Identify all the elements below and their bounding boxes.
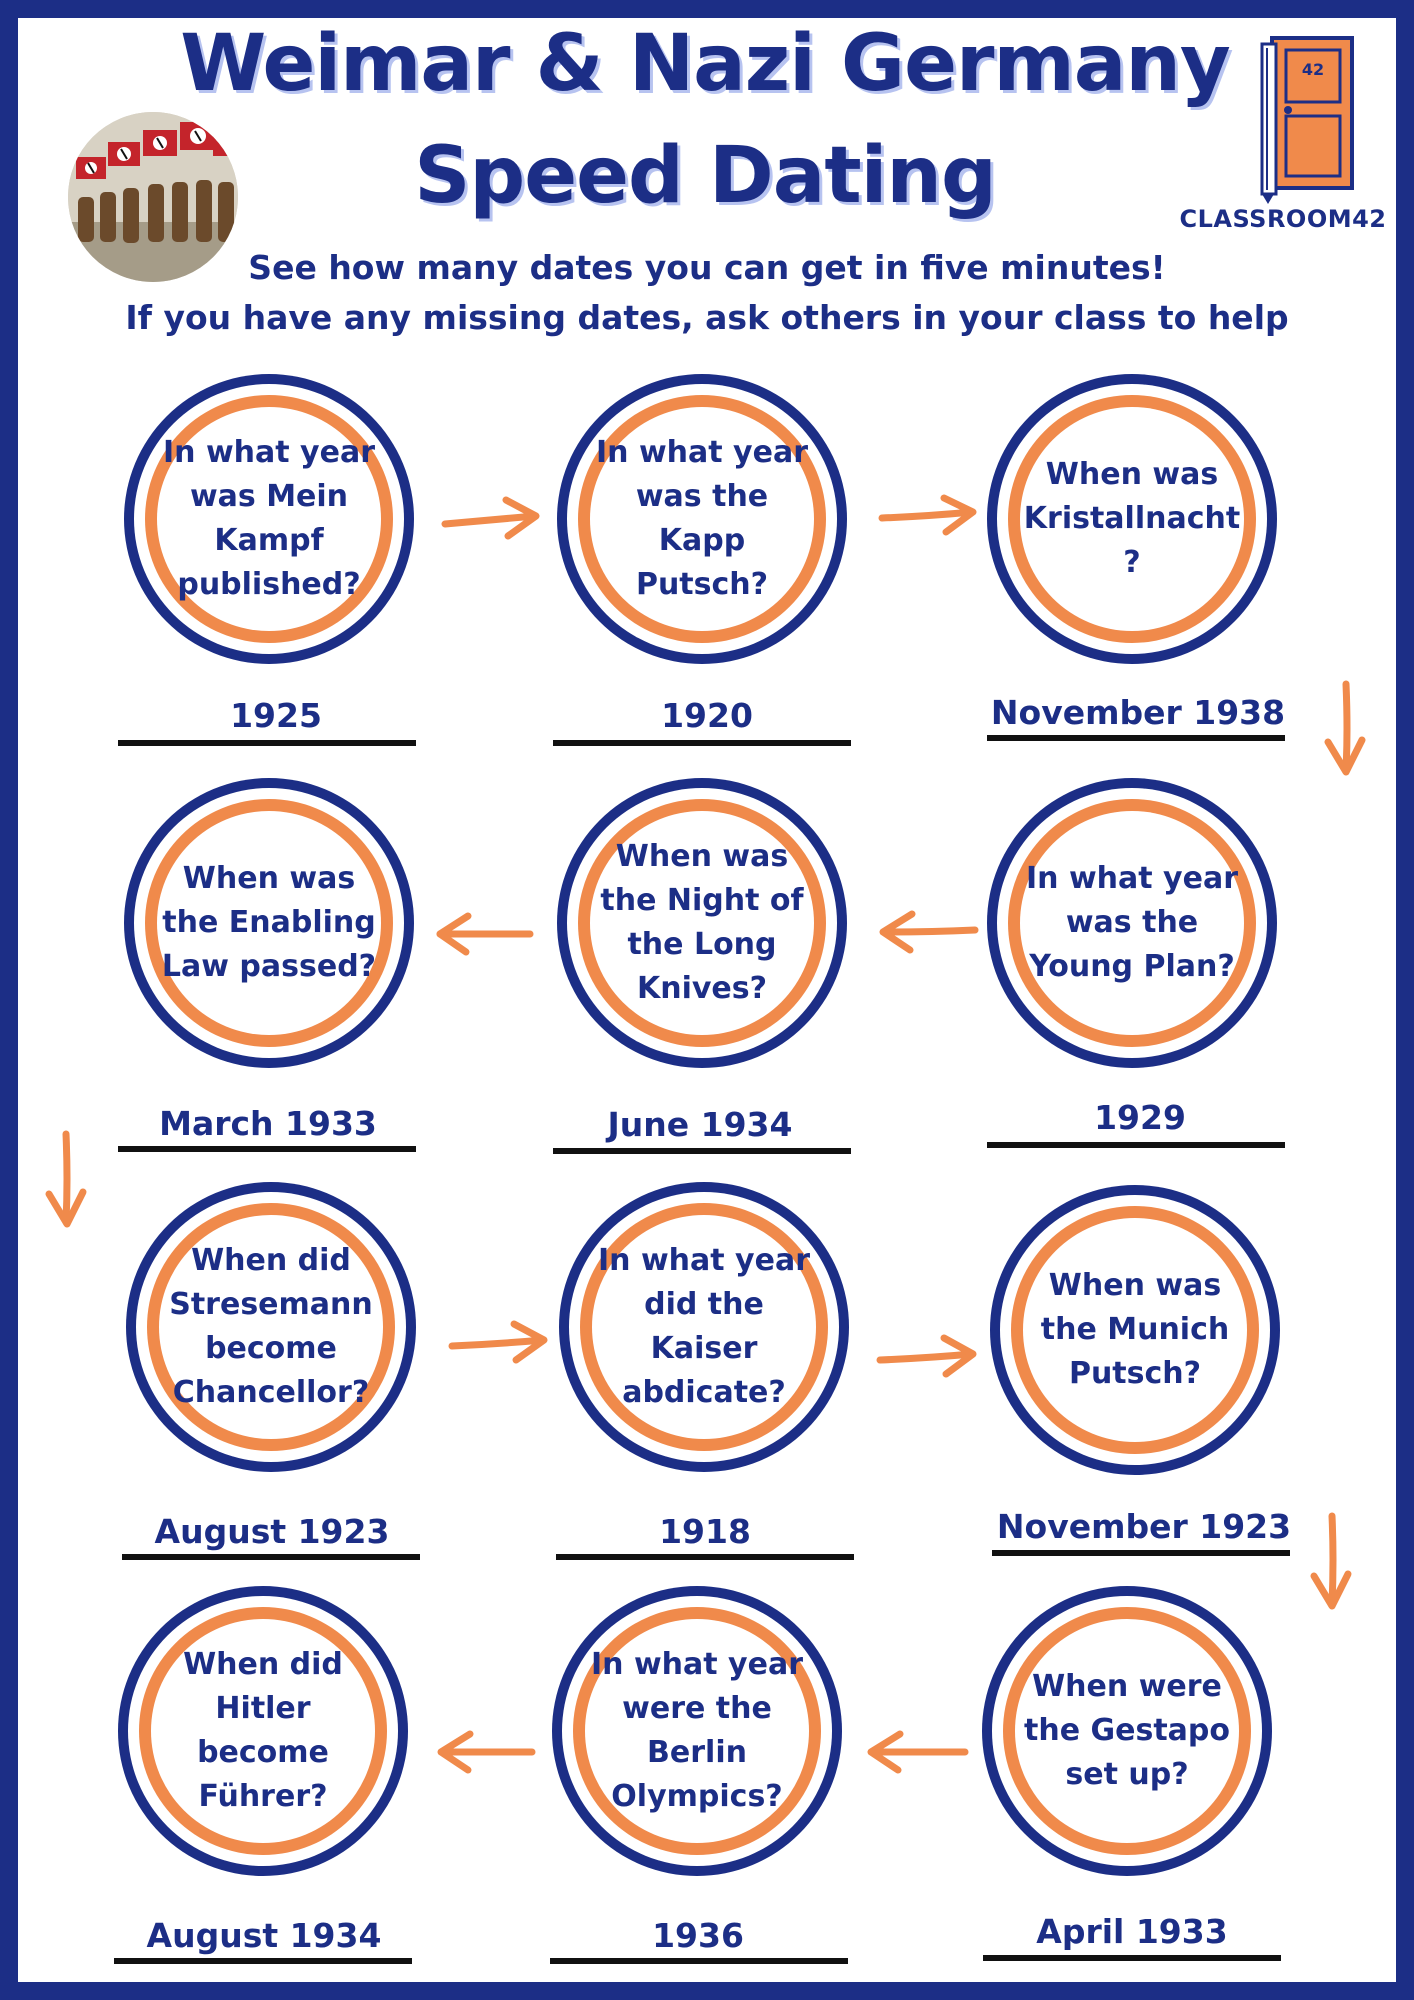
answer-line xyxy=(983,1955,1281,1961)
answer-text: August 1934 xyxy=(146,1916,382,1955)
arrow-down-icon xyxy=(1310,1512,1352,1610)
question-card: When was the Enabling Law passed? xyxy=(124,778,414,1068)
answer-text: August 1923 xyxy=(154,1512,390,1551)
question-card: In what year was the Young Plan? xyxy=(987,778,1277,1068)
answer-line xyxy=(553,1148,851,1154)
question-card: In what year were the Berlin Olympics? xyxy=(552,1586,842,1876)
answer-line xyxy=(992,1550,1290,1556)
question-card: When were the Gestapo set up? xyxy=(982,1586,1272,1876)
answer-line xyxy=(114,1958,412,1964)
question-text: In what year was the Young Plan? xyxy=(1025,861,1238,984)
question-text: In what year did the Kaiser abdicate? xyxy=(597,1243,810,1410)
arrow-right-icon xyxy=(878,494,977,536)
answer-line xyxy=(118,740,416,746)
arrow-down-icon xyxy=(45,1130,87,1228)
answer-line xyxy=(118,1146,416,1152)
arrow-right-icon xyxy=(448,1320,548,1364)
question-card: When was the Munich Putsch? xyxy=(990,1185,1280,1475)
answer-text: November 1938 xyxy=(990,693,1286,732)
answer-line xyxy=(122,1554,420,1560)
answer-text: 1936 xyxy=(652,1916,744,1955)
arrow-left-icon xyxy=(436,912,534,956)
answer-line xyxy=(556,1554,854,1560)
question-text: When was the Munich Putsch? xyxy=(1040,1268,1230,1391)
answer-text: 1925 xyxy=(230,696,322,735)
arrow-left-icon xyxy=(867,1730,969,1774)
arrow-right-icon xyxy=(876,1334,977,1378)
page-title-line2: Speed Dating xyxy=(414,131,997,221)
answer-line xyxy=(987,735,1285,741)
answer-text: 1918 xyxy=(659,1512,751,1551)
arrow-left-icon xyxy=(879,910,979,954)
brand-name: CLASSROOM42 xyxy=(1179,205,1387,233)
subtitle-line1: See how many dates you can get in five m… xyxy=(248,248,1166,287)
answer-text: 1929 xyxy=(1094,1098,1186,1137)
question-card: When was Kristallnacht ? xyxy=(987,374,1277,664)
question-text: When were the Gestapo set up? xyxy=(1024,1669,1230,1792)
arrow-left-icon xyxy=(437,1730,536,1774)
question-text: When did Hitler become Führer? xyxy=(183,1647,343,1814)
answer-line xyxy=(550,1958,848,1964)
subtitle-line2: If you have any missing dates, ask other… xyxy=(125,298,1289,337)
question-card: In what year was the Kapp Putsch? xyxy=(557,374,847,664)
arrow-right-icon xyxy=(441,496,540,540)
question-text: In what year was the Kapp Putsch? xyxy=(595,435,808,602)
arrow-down-icon xyxy=(1324,680,1366,776)
door-logo-icon: 42 xyxy=(1258,30,1378,205)
answer-text: 1920 xyxy=(661,696,753,735)
question-card: In what year was Mein Kampf published? xyxy=(124,374,414,664)
question-text: In what year was Mein Kampf published? xyxy=(162,435,375,602)
question-text: In what year were the Berlin Olympics? xyxy=(590,1647,803,1814)
question-card: In what year did the Kaiser abdicate? xyxy=(559,1182,849,1472)
question-text: When was the Enabling Law passed? xyxy=(161,861,377,984)
question-card: When did Stresemann become Chancellor? xyxy=(126,1182,416,1472)
answer-text: June 1934 xyxy=(607,1105,793,1144)
svg-text:42: 42 xyxy=(1302,60,1324,79)
rally-photo xyxy=(68,112,238,282)
answer-line xyxy=(987,1142,1285,1148)
page-title-line1: Weimar & Nazi Germany xyxy=(180,19,1230,109)
question-card: When did Hitler become Führer? xyxy=(118,1586,408,1876)
answer-text: March 1933 xyxy=(159,1104,377,1143)
question-text: When did Stresemann become Chancellor? xyxy=(169,1243,373,1410)
question-text: When was Kristallnacht ? xyxy=(1023,457,1241,580)
question-text: When was the Night of the Long Knives? xyxy=(600,839,804,1006)
answer-line xyxy=(553,740,851,746)
answer-text: April 1933 xyxy=(1036,1912,1228,1951)
answer-text: November 1923 xyxy=(996,1507,1292,1546)
question-card: When was the Night of the Long Knives? xyxy=(557,778,847,1068)
